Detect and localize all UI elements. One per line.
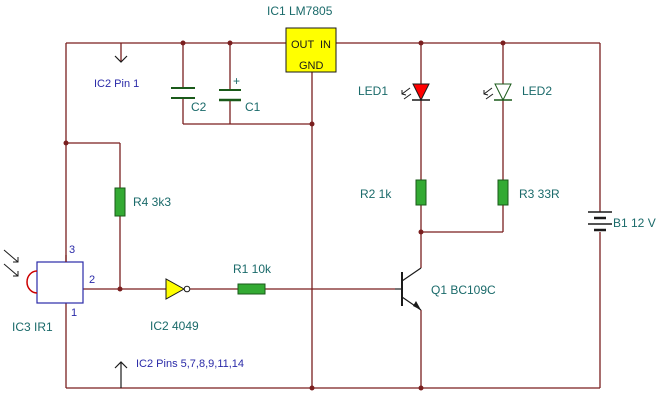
ic3-pin3-label: 3: [69, 244, 75, 256]
ic1-regulator: OUT IN GND: [285, 27, 337, 73]
ic1-in-label: IN: [320, 39, 331, 51]
r4-label: R4 3k3: [133, 195, 171, 209]
ic2-buffer-icon: [165, 278, 191, 300]
c2-capacitor-icon: [171, 87, 195, 99]
ic1-gnd-label: GND: [299, 60, 324, 72]
ic3-pin2-label: 2: [89, 274, 95, 286]
r3-label: R3 33R: [519, 187, 560, 201]
r2-label: R2 1k: [360, 187, 392, 201]
c2-label: C2: [191, 100, 207, 114]
r4-resistor-icon: [114, 187, 126, 217]
b1-label: B1 12 V: [613, 216, 656, 230]
r1-resistor-icon: [237, 283, 266, 295]
ic3-pin1-label: 1: [71, 307, 77, 319]
ic2-pins-label: IC2 Pins 5,7,8,9,11,14: [136, 358, 244, 370]
c1-capacitor-icon: [219, 89, 241, 102]
junctions: [63, 40, 506, 391]
led2-label: LED2: [522, 84, 552, 98]
ic3-label: IC3 IR1: [12, 320, 53, 334]
c1-plus-label: +: [233, 74, 240, 88]
wires: [65, 42, 601, 389]
ir-light-arrows-icon: [3, 249, 19, 277]
ic3-ir-sensor-icon: [26, 255, 84, 304]
c1-label: C1: [245, 100, 261, 114]
b1-battery-icon: [588, 211, 612, 232]
led1-label: LED1: [358, 84, 388, 98]
ic2-pins-ground-arrow-icon: [114, 361, 128, 388]
ic1-out-label: OUT: [291, 39, 315, 51]
ic1-title-label: IC1 LM7805: [267, 4, 333, 18]
q1-transistor-icon: [395, 267, 422, 311]
ic2-pin1-arrow-icon: [114, 43, 128, 63]
q1-label: Q1 BC109C: [431, 283, 496, 297]
led2-icon: [483, 83, 512, 102]
r2-resistor-icon: [415, 179, 427, 206]
r1-label: R1 10k: [233, 262, 272, 276]
r3-resistor-icon: [497, 179, 509, 206]
led1-icon: [401, 83, 430, 102]
ic2-pin1-label: IC2 Pin 1: [94, 78, 139, 90]
ic2-label: IC2 4049: [150, 319, 199, 333]
